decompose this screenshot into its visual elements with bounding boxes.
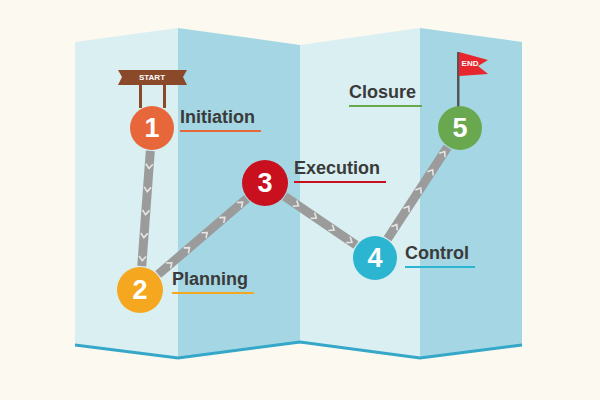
direction-chevron (142, 210, 149, 215)
phase-name: Execution (294, 159, 386, 183)
direction-chevron (219, 217, 225, 223)
step-number: 2 (132, 277, 147, 304)
map-panel (420, 28, 522, 358)
phase-circle: 4Control (353, 236, 397, 280)
route-path (139, 151, 153, 266)
phase-circle: 3Execution (242, 160, 288, 206)
phase-circle: 1Initiation (130, 106, 174, 150)
step-number: 4 (367, 245, 382, 272)
route-line (388, 147, 448, 239)
map-panel (178, 28, 300, 358)
route-path (158, 199, 247, 275)
direction-chevron (415, 188, 421, 194)
route-path (388, 147, 448, 239)
route-path (285, 197, 356, 246)
start-label: START (139, 74, 165, 82)
direction-chevron (427, 170, 433, 176)
phase-name: Control (405, 244, 475, 268)
start-sign (118, 70, 187, 85)
route-line (285, 197, 356, 246)
route-line (158, 199, 247, 275)
direction-chevron (403, 206, 409, 212)
direction-chevron (391, 225, 397, 231)
step-number: 3 (257, 170, 272, 197)
sign-post (139, 84, 142, 108)
direction-chevron (166, 263, 172, 269)
phase-circle: 2Planning (117, 267, 163, 313)
direction-chevron (201, 232, 207, 238)
phase-name: Closure (349, 83, 422, 107)
phase-name: Planning (172, 270, 254, 294)
direction-chevron (139, 256, 146, 261)
direction-chevron (311, 213, 317, 219)
phase-circle: 5Closure (438, 106, 482, 150)
direction-chevron (184, 248, 190, 254)
map-panel (300, 28, 420, 358)
step-number: 1 (144, 115, 159, 142)
end-label: END (462, 60, 479, 68)
direction-chevron (144, 187, 151, 192)
direction-chevron (141, 233, 148, 238)
sign-post (163, 84, 166, 108)
direction-chevron (237, 202, 243, 208)
direction-chevron (346, 237, 352, 243)
direction-chevron (293, 200, 299, 206)
direction-chevron (328, 225, 334, 231)
map-edge (75, 342, 522, 358)
step-number: 5 (452, 115, 467, 142)
end-flag (459, 52, 488, 76)
direction-chevron (146, 164, 153, 169)
direction-chevron (439, 151, 445, 157)
phase-name: Initiation (180, 108, 261, 132)
